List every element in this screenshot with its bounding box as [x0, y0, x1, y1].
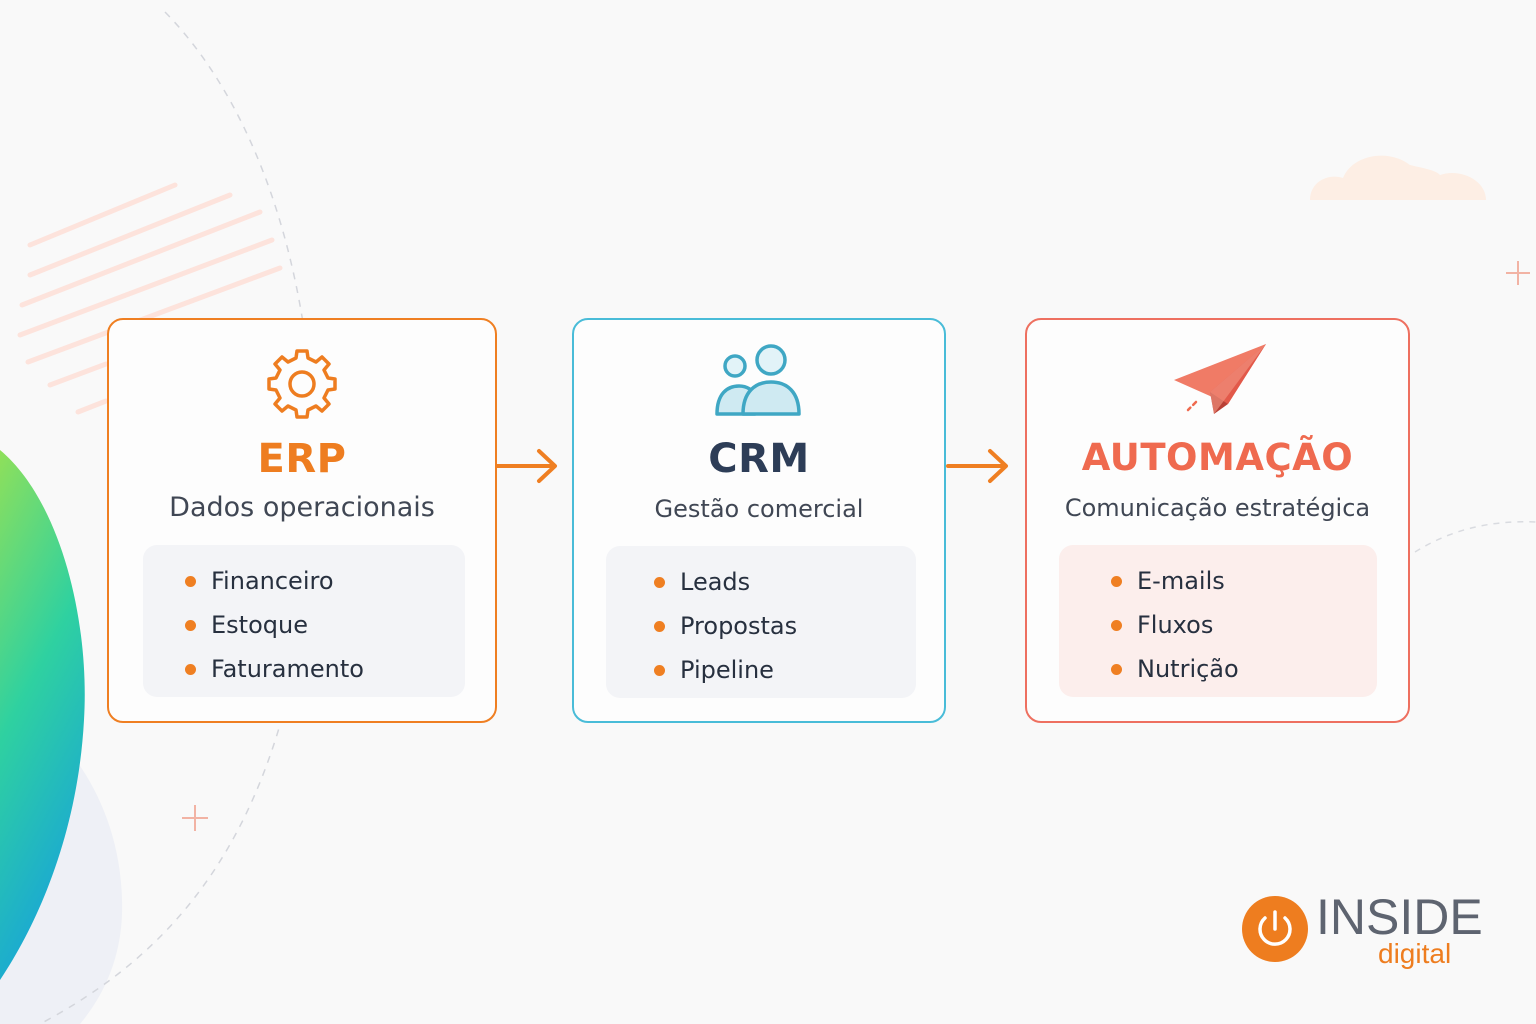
list-item-label: Financeiro	[211, 567, 334, 595]
bullet-icon	[654, 576, 665, 588]
list-item: E-mails	[1059, 559, 1377, 603]
list-item-label: Pipeline	[680, 656, 774, 684]
arrow-right-icon	[946, 449, 1008, 483]
bullet-icon	[185, 575, 196, 587]
list-item-label: Propostas	[680, 612, 798, 640]
bullet-icon	[185, 663, 196, 675]
power-icon	[1258, 910, 1292, 946]
card-list: Leads Propostas Pipeline	[606, 546, 916, 698]
list-item-label: Faturamento	[211, 655, 364, 683]
list-item: Estoque	[143, 603, 465, 647]
gradient-blob	[0, 450, 85, 980]
card-list: E-mails Fluxos Nutrição	[1059, 545, 1377, 697]
list-item-label: Estoque	[211, 611, 308, 639]
list-item: Leads	[606, 560, 916, 604]
list-item: Financeiro	[143, 559, 465, 603]
bullet-icon	[1111, 619, 1122, 631]
card-subtitle: Comunicação estratégica	[1064, 494, 1371, 522]
card-title: CRM	[708, 436, 810, 482]
list-item: Fluxos	[1059, 603, 1377, 647]
card-list: Financeiro Estoque Faturamento	[143, 545, 465, 697]
arrow-right-icon	[495, 449, 557, 483]
logo-subtitle: digital	[1378, 938, 1452, 969]
card-crm: CRM Gestão comercial Leads Propostas Pip…	[572, 318, 946, 723]
list-item: Pipeline	[606, 648, 916, 692]
card-title: ERP	[257, 436, 347, 482]
plus-decoration	[182, 261, 1530, 831]
logo-wordmark: INSIDE	[1316, 889, 1483, 945]
card-erp: ERP Dados operacionais Financeiro Estoqu…	[107, 318, 497, 723]
list-item: Propostas	[606, 604, 916, 648]
gear-icon	[267, 349, 337, 419]
list-item-label: Leads	[680, 568, 751, 596]
logo-badge	[1242, 896, 1308, 962]
bullet-icon	[1111, 575, 1122, 587]
stripes-decoration	[17, 182, 283, 415]
list-item: Faturamento	[143, 647, 465, 691]
card-automacao: AUTOMAÇÃO Comunicação estratégica E-mail…	[1025, 318, 1410, 723]
inside-digital-logo: INSIDE digital	[1242, 892, 1483, 974]
card-subtitle: Dados operacionais	[169, 492, 435, 523]
list-item: Nutrição	[1059, 647, 1377, 691]
bullet-icon	[654, 620, 665, 632]
bullet-icon	[185, 619, 196, 631]
bullet-icon	[654, 664, 665, 676]
list-item-label: E-mails	[1137, 567, 1225, 595]
paper-plane-icon	[1173, 344, 1266, 414]
list-item-label: Nutrição	[1137, 655, 1239, 683]
card-title: AUTOMAÇÃO	[1081, 436, 1354, 479]
cloud-decoration	[1310, 155, 1486, 200]
card-subtitle: Gestão comercial	[654, 495, 864, 523]
list-item-label: Fluxos	[1137, 611, 1214, 639]
bullet-icon	[1111, 663, 1122, 675]
users-icon	[715, 344, 801, 416]
